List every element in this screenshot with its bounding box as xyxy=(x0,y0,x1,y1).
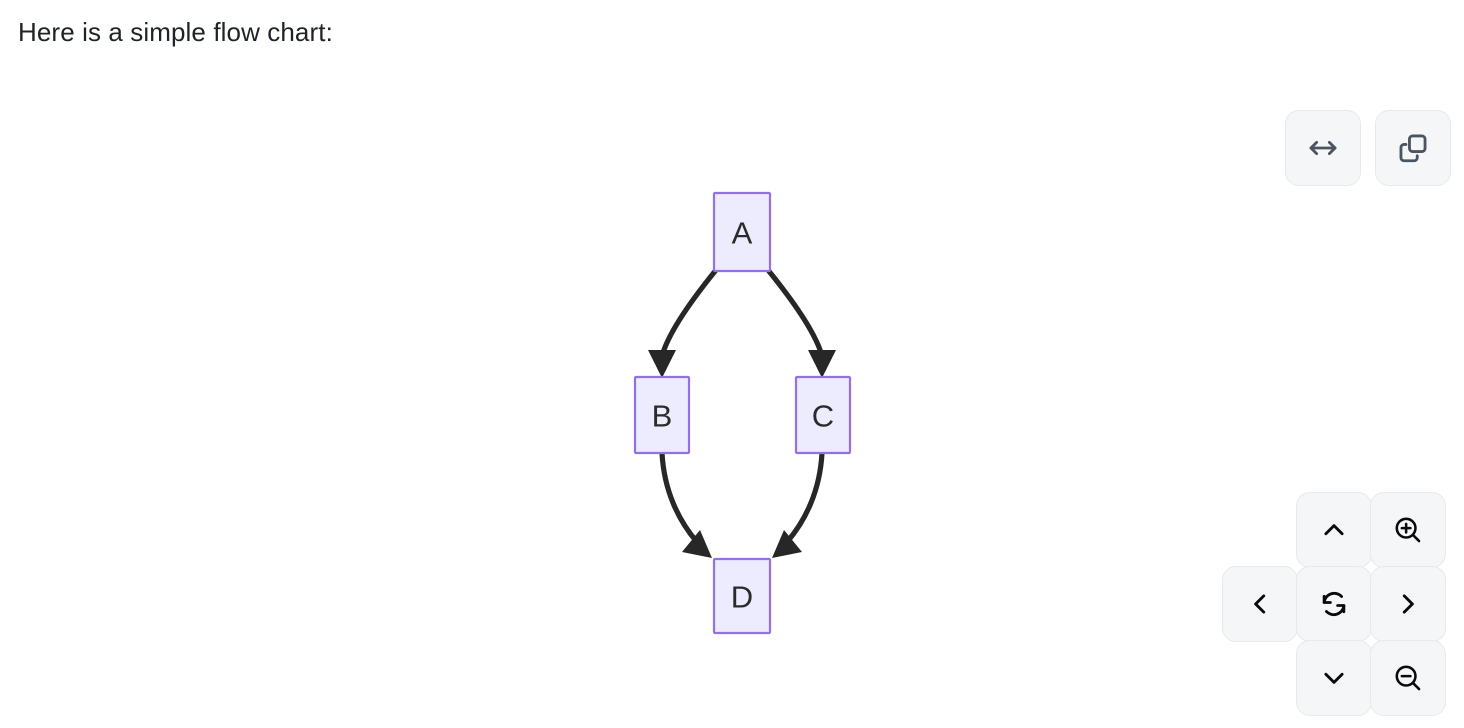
edge-c-to-d xyxy=(772,450,825,558)
pan-left-button[interactable] xyxy=(1222,566,1298,642)
edge-b-to-d-path xyxy=(659,450,700,545)
node-a-label: A xyxy=(732,216,753,251)
magnifier-plus-icon xyxy=(1392,514,1424,546)
edge-b-to-d-arrowhead xyxy=(682,530,712,558)
edge-a-to-b-path xyxy=(659,267,719,359)
copy-icon xyxy=(1396,131,1430,165)
node-a[interactable]: A xyxy=(712,191,772,273)
chevron-down-icon xyxy=(1319,663,1349,693)
node-c-rect[interactable] xyxy=(794,375,852,455)
edge-c-to-d-path xyxy=(784,450,825,545)
node-c-label: C xyxy=(812,399,834,434)
pan-down-button[interactable] xyxy=(1296,640,1372,716)
node-a-rect[interactable] xyxy=(712,191,772,273)
node-b-rect[interactable] xyxy=(633,375,691,455)
pan-right-button[interactable] xyxy=(1370,566,1446,642)
node-d[interactable]: D xyxy=(712,557,772,635)
node-c[interactable]: C xyxy=(794,375,852,455)
reset-view-button[interactable] xyxy=(1296,566,1372,642)
node-d-rect[interactable] xyxy=(712,557,772,635)
arrows-left-right-icon xyxy=(1306,131,1340,165)
copy-button[interactable] xyxy=(1375,110,1451,186)
intro-text: Here is a simple flow chart: xyxy=(18,17,333,47)
edge-c-to-d-arrowhead xyxy=(772,530,802,558)
chevron-right-icon xyxy=(1393,589,1423,619)
flowchart-svg: A B C D xyxy=(633,191,852,635)
chevron-up-icon xyxy=(1319,515,1349,545)
fit-width-button[interactable] xyxy=(1285,110,1361,186)
edge-a-to-b-arrowhead xyxy=(648,350,676,378)
zoom-out-button[interactable] xyxy=(1370,640,1446,716)
node-d-label: D xyxy=(731,580,753,615)
edge-a-to-c-path xyxy=(765,267,825,359)
edge-a-to-c xyxy=(765,267,836,378)
refresh-icon xyxy=(1318,588,1350,620)
edge-a-to-c-arrowhead xyxy=(808,350,836,378)
edge-a-to-b xyxy=(648,267,719,378)
zoom-in-button[interactable] xyxy=(1370,492,1446,568)
node-b[interactable]: B xyxy=(633,375,691,455)
node-b-label: B xyxy=(652,399,673,434)
magnifier-minus-icon xyxy=(1392,662,1424,694)
edge-b-to-d xyxy=(659,450,712,558)
flowchart-canvas[interactable]: A B C D xyxy=(0,56,1464,728)
pan-up-button[interactable] xyxy=(1296,492,1372,568)
chevron-left-icon xyxy=(1245,589,1275,619)
